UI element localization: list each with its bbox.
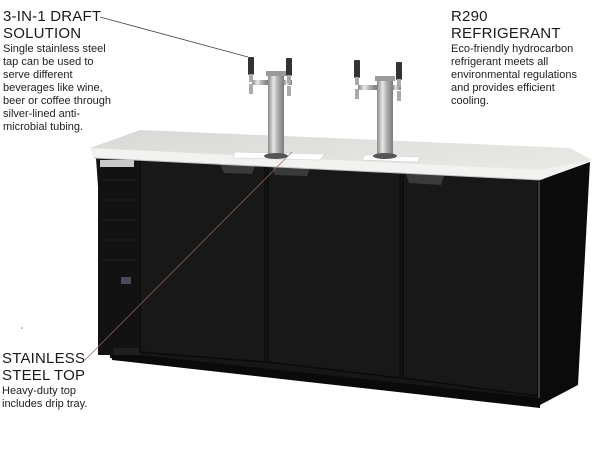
leader-line-top xyxy=(84,151,293,361)
power-switch xyxy=(121,277,131,284)
tap-tower-right xyxy=(354,60,402,159)
door-left xyxy=(139,159,266,363)
callout-draft-solution: 3-IN-1 DRAFT SOLUTION Single stainless s… xyxy=(3,8,163,134)
stainless-top xyxy=(90,130,592,181)
cabinet-front xyxy=(96,158,540,408)
handle-left xyxy=(220,164,255,174)
handle-right xyxy=(406,174,444,185)
callout-description: Heavy-duty top includes drip tray. xyxy=(2,385,88,410)
callout-stainless-top: STAINLESS STEEL TOP Heavy-duty top inclu… xyxy=(2,350,142,411)
tap-tower-left xyxy=(248,57,292,159)
brand-label xyxy=(100,160,134,167)
cabinet-side xyxy=(540,162,590,405)
callout-title: 3-IN-1 DRAFT SOLUTION xyxy=(3,8,102,42)
leader-line-draft xyxy=(99,16,249,58)
callout-description: Eco-friendly hydrocarbon refrigerant mee… xyxy=(451,43,577,107)
callout-refrigerant: R290 REFRIGERANT Eco-friendly hydrocarbo… xyxy=(451,8,600,108)
callout-title: R290 REFRIGERANT xyxy=(451,8,561,42)
door-right xyxy=(402,172,539,397)
callout-title: STAINLESS STEEL TOP xyxy=(2,350,86,384)
door-middle xyxy=(267,165,401,379)
callout-description: Single stainless steel tap can be used t… xyxy=(3,43,112,133)
